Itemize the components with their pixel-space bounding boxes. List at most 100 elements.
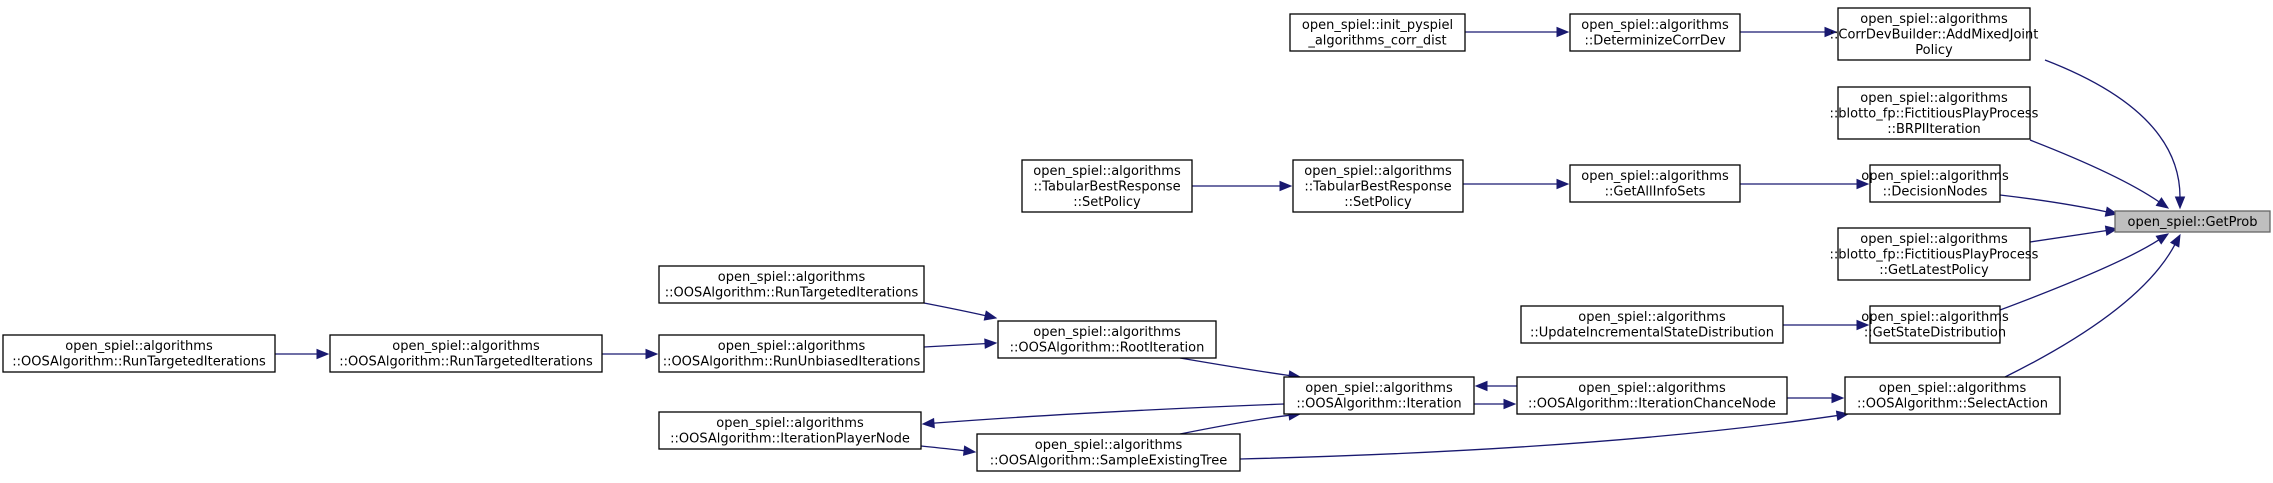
- edge-line: [1999, 239, 2160, 311]
- node-getallinfosets[interactable]: open_spiel::algorithms::GetAllInfoSets: [1569, 164, 1741, 203]
- edge-line: [1179, 414, 1290, 435]
- node-box[interactable]: [976, 433, 1241, 472]
- node-label-line: ::GetAllInfoSets: [1605, 185, 1706, 200]
- edge-brpi-to-getprob: [2029, 139, 2170, 209]
- node-box[interactable]: [1516, 376, 1788, 415]
- node-label-line: ::OOSAlgorithm::SelectAction: [1857, 397, 2048, 412]
- node-label-line: ::GetLatestPolicy: [1879, 263, 1989, 278]
- node-box[interactable]: [658, 265, 925, 304]
- node-box[interactable]: [1021, 159, 1193, 213]
- edge-line: [1999, 194, 2107, 213]
- node-box[interactable]: [1837, 86, 2031, 140]
- node-box[interactable]: [2, 334, 276, 373]
- node-determinize[interactable]: open_spiel::algorithms::DeterminizeCorrD…: [1569, 13, 1741, 52]
- node-label-line: ::OOSAlgorithm::RunTargetedIterations: [339, 355, 593, 370]
- node-label-line: open_spiel::algorithms: [1033, 164, 1181, 179]
- node-box[interactable]: [1283, 376, 1475, 415]
- edge-iterplayer-to-sampleexisting: [920, 445, 977, 456]
- node-selectaction[interactable]: open_spiel::algorithms::OOSAlgorithm::Se…: [1844, 376, 2061, 415]
- node-label-line: open_spiel::algorithms: [65, 339, 213, 354]
- edge-runtargeted3-to-runtargeted2: [274, 348, 330, 360]
- node-iterplayer[interactable]: open_spiel::algorithms::OOSAlgorithm::It…: [658, 411, 922, 450]
- edge-runtargeted1-to-rootiteration: [923, 302, 998, 321]
- arrowhead: [1831, 392, 1845, 404]
- node-tbr1[interactable]: open_spiel::algorithms::TabularBestRespo…: [1292, 159, 1464, 213]
- node-box[interactable]: [1844, 376, 2061, 415]
- node-label-line: open_spiel::algorithms: [1879, 381, 2027, 396]
- node-box[interactable]: [1289, 13, 1466, 52]
- arrowhead: [921, 417, 935, 429]
- node-runtargeted1[interactable]: open_spiel::algorithms::OOSAlgorithm::Ru…: [658, 265, 925, 304]
- node-label-line: open_spiel::algorithms: [1033, 325, 1181, 340]
- node-box[interactable]: [329, 334, 603, 373]
- node-label-line: open_spiel::algorithms: [1860, 232, 2008, 247]
- node-label-line: open_spiel::algorithms: [1581, 169, 1729, 184]
- node-label-line: ::SetPolicy: [1344, 195, 1412, 210]
- node-label-line: ::SetPolicy: [1073, 195, 1141, 210]
- edge-initpyspiel-to-determinize: [1465, 26, 1570, 38]
- node-label-line: open_spiel::algorithms: [1578, 310, 1726, 325]
- node-iterchance[interactable]: open_spiel::algorithms::OOSAlgorithm::It…: [1516, 376, 1788, 415]
- edge-line: [923, 342, 986, 348]
- arrowhead: [1824, 26, 1838, 38]
- node-sampleexisting[interactable]: open_spiel::algorithms::OOSAlgorithm::Sa…: [976, 433, 1241, 472]
- node-box[interactable]: [1520, 305, 1784, 344]
- node-box[interactable]: [1569, 164, 1741, 203]
- node-box[interactable]: [1569, 13, 1741, 52]
- node-label-line: open_spiel::algorithms: [1860, 12, 2008, 27]
- node-label-line: open_spiel::algorithms: [392, 339, 540, 354]
- edge-line: [2029, 139, 2160, 203]
- node-label-line: ::TabularBestResponse: [1304, 179, 1451, 194]
- edge-line: [920, 445, 965, 452]
- edge-line: [2029, 229, 2107, 243]
- arrowhead: [983, 310, 998, 321]
- node-label-line: ::OOSAlgorithm::RootIteration: [1010, 341, 1205, 356]
- node-getprob[interactable]: open_spiel::GetProb: [2114, 210, 2271, 233]
- node-label-line: open_spiel::algorithms: [716, 416, 864, 431]
- node-label-line: open_spiel::algorithms: [1860, 91, 2008, 106]
- node-runtargeted3[interactable]: open_spiel::algorithms::OOSAlgorithm::Ru…: [2, 334, 276, 373]
- arrowhead: [1474, 380, 1488, 392]
- node-tbr2[interactable]: open_spiel::algorithms::TabularBestRespo…: [1021, 159, 1193, 213]
- node-rootiteration[interactable]: open_spiel::algorithms::OOSAlgorithm::Ro…: [997, 320, 1217, 359]
- edge-line: [933, 403, 1285, 424]
- node-box[interactable]: [997, 320, 1217, 359]
- node-box[interactable]: [658, 411, 922, 450]
- node-runtargeted2[interactable]: open_spiel::algorithms::OOSAlgorithm::Ru…: [329, 334, 603, 373]
- node-brpi[interactable]: open_spiel::algorithms::blotto_fp::Ficti…: [1830, 86, 2039, 140]
- node-box[interactable]: [1837, 227, 2031, 281]
- edge-iteration-to-iterplayer: [921, 403, 1285, 429]
- node-label-line: ::CorrDevBuilder::AddMixedJoint: [1830, 27, 2039, 42]
- node-box[interactable]: [1869, 164, 2001, 203]
- node-updateincr[interactable]: open_spiel::algorithms::UpdateIncrementa…: [1520, 305, 1784, 344]
- node-addmixed[interactable]: open_spiel::algorithms::CorrDevBuilder::…: [1830, 7, 2039, 61]
- node-label-line: open_spiel::algorithms: [1861, 310, 2009, 325]
- node-label-line: open_spiel::GetProb: [2128, 215, 2258, 230]
- node-label-line: ::BRPIIteration: [1887, 122, 1981, 137]
- edge-line: [1179, 357, 1290, 377]
- node-label-line: ::TabularBestResponse: [1033, 179, 1180, 194]
- node-box[interactable]: [658, 334, 925, 373]
- node-box[interactable]: [1837, 7, 2031, 61]
- edge-tbr2-to-tbr1: [1192, 180, 1293, 192]
- edge-getlatest-to-getprob: [2029, 225, 2119, 243]
- edge-line: [2044, 59, 2181, 198]
- node-box[interactable]: [1292, 159, 1464, 213]
- node-label-line: ::blotto_fp::FictitiousPlayProcess: [1830, 106, 2039, 121]
- node-label-line: ::OOSAlgorithm::IterationChanceNode: [1528, 397, 1776, 412]
- node-label-line: ::OOSAlgorithm::RunUnbiasedIterations: [663, 355, 921, 370]
- arrowhead: [2155, 197, 2170, 209]
- node-box[interactable]: [1869, 305, 2001, 344]
- node-label-line: open_spiel::init_pyspiel: [1302, 18, 1453, 33]
- node-initpyspiel[interactable]: open_spiel::init_pyspiel_algorithms_corr…: [1289, 13, 1466, 52]
- node-iteration[interactable]: open_spiel::algorithms::OOSAlgorithm::It…: [1283, 376, 1475, 415]
- node-box[interactable]: [2114, 210, 2271, 233]
- node-rununbiased[interactable]: open_spiel::algorithms::OOSAlgorithm::Ru…: [658, 334, 925, 373]
- edge-layer: [274, 26, 2186, 460]
- node-decisionnodes[interactable]: open_spiel::algorithms::DecisionNodes: [1861, 164, 2009, 203]
- node-getlatest[interactable]: open_spiel::algorithms::blotto_fp::Ficti…: [1830, 227, 2039, 281]
- edge-determinize-to-addmixed: [1740, 26, 1838, 38]
- edge-addmixed-to-getprob: [2044, 59, 2186, 210]
- node-getstatedist[interactable]: open_spiel::algorithms::GetStateDistribu…: [1861, 305, 2009, 344]
